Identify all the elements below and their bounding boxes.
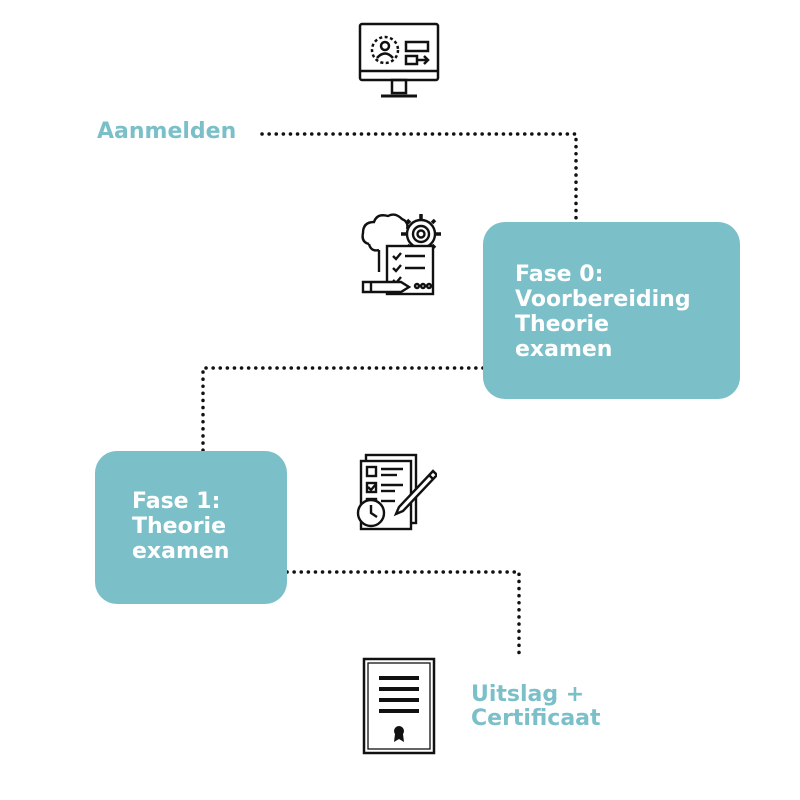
brain-gear-checklist-icon <box>361 213 441 296</box>
result-label: Uitslag + Certificaat <box>471 683 601 731</box>
result-label-line: Uitslag + <box>471 682 585 707</box>
phase0-title: Fase 0: <box>515 262 604 287</box>
phase1-title: Fase 1: <box>132 489 221 514</box>
certificate-icon <box>362 657 436 755</box>
register-label: Aanmelden <box>97 119 237 144</box>
phase0-line: Theorie <box>515 312 610 337</box>
phase1-line: examen <box>132 539 230 564</box>
connector-register-to-phase0 <box>260 132 578 224</box>
result-label-line: Certificaat <box>471 706 601 731</box>
connector-phase1-to-result <box>285 570 521 661</box>
computer-monitor-icon <box>358 22 440 98</box>
connector-phase0-to-phase1 <box>201 366 485 453</box>
phase1-line: Theorie <box>132 514 227 539</box>
phase1-box: Fase 1: Theorie examen <box>95 451 287 604</box>
phase0-box: Fase 0: Voorbereiding Theorie examen <box>483 222 740 399</box>
exam-paper-clock-icon <box>356 453 437 531</box>
phase0-line: Voorbereiding <box>515 287 691 312</box>
phase0-line: examen <box>515 337 613 362</box>
